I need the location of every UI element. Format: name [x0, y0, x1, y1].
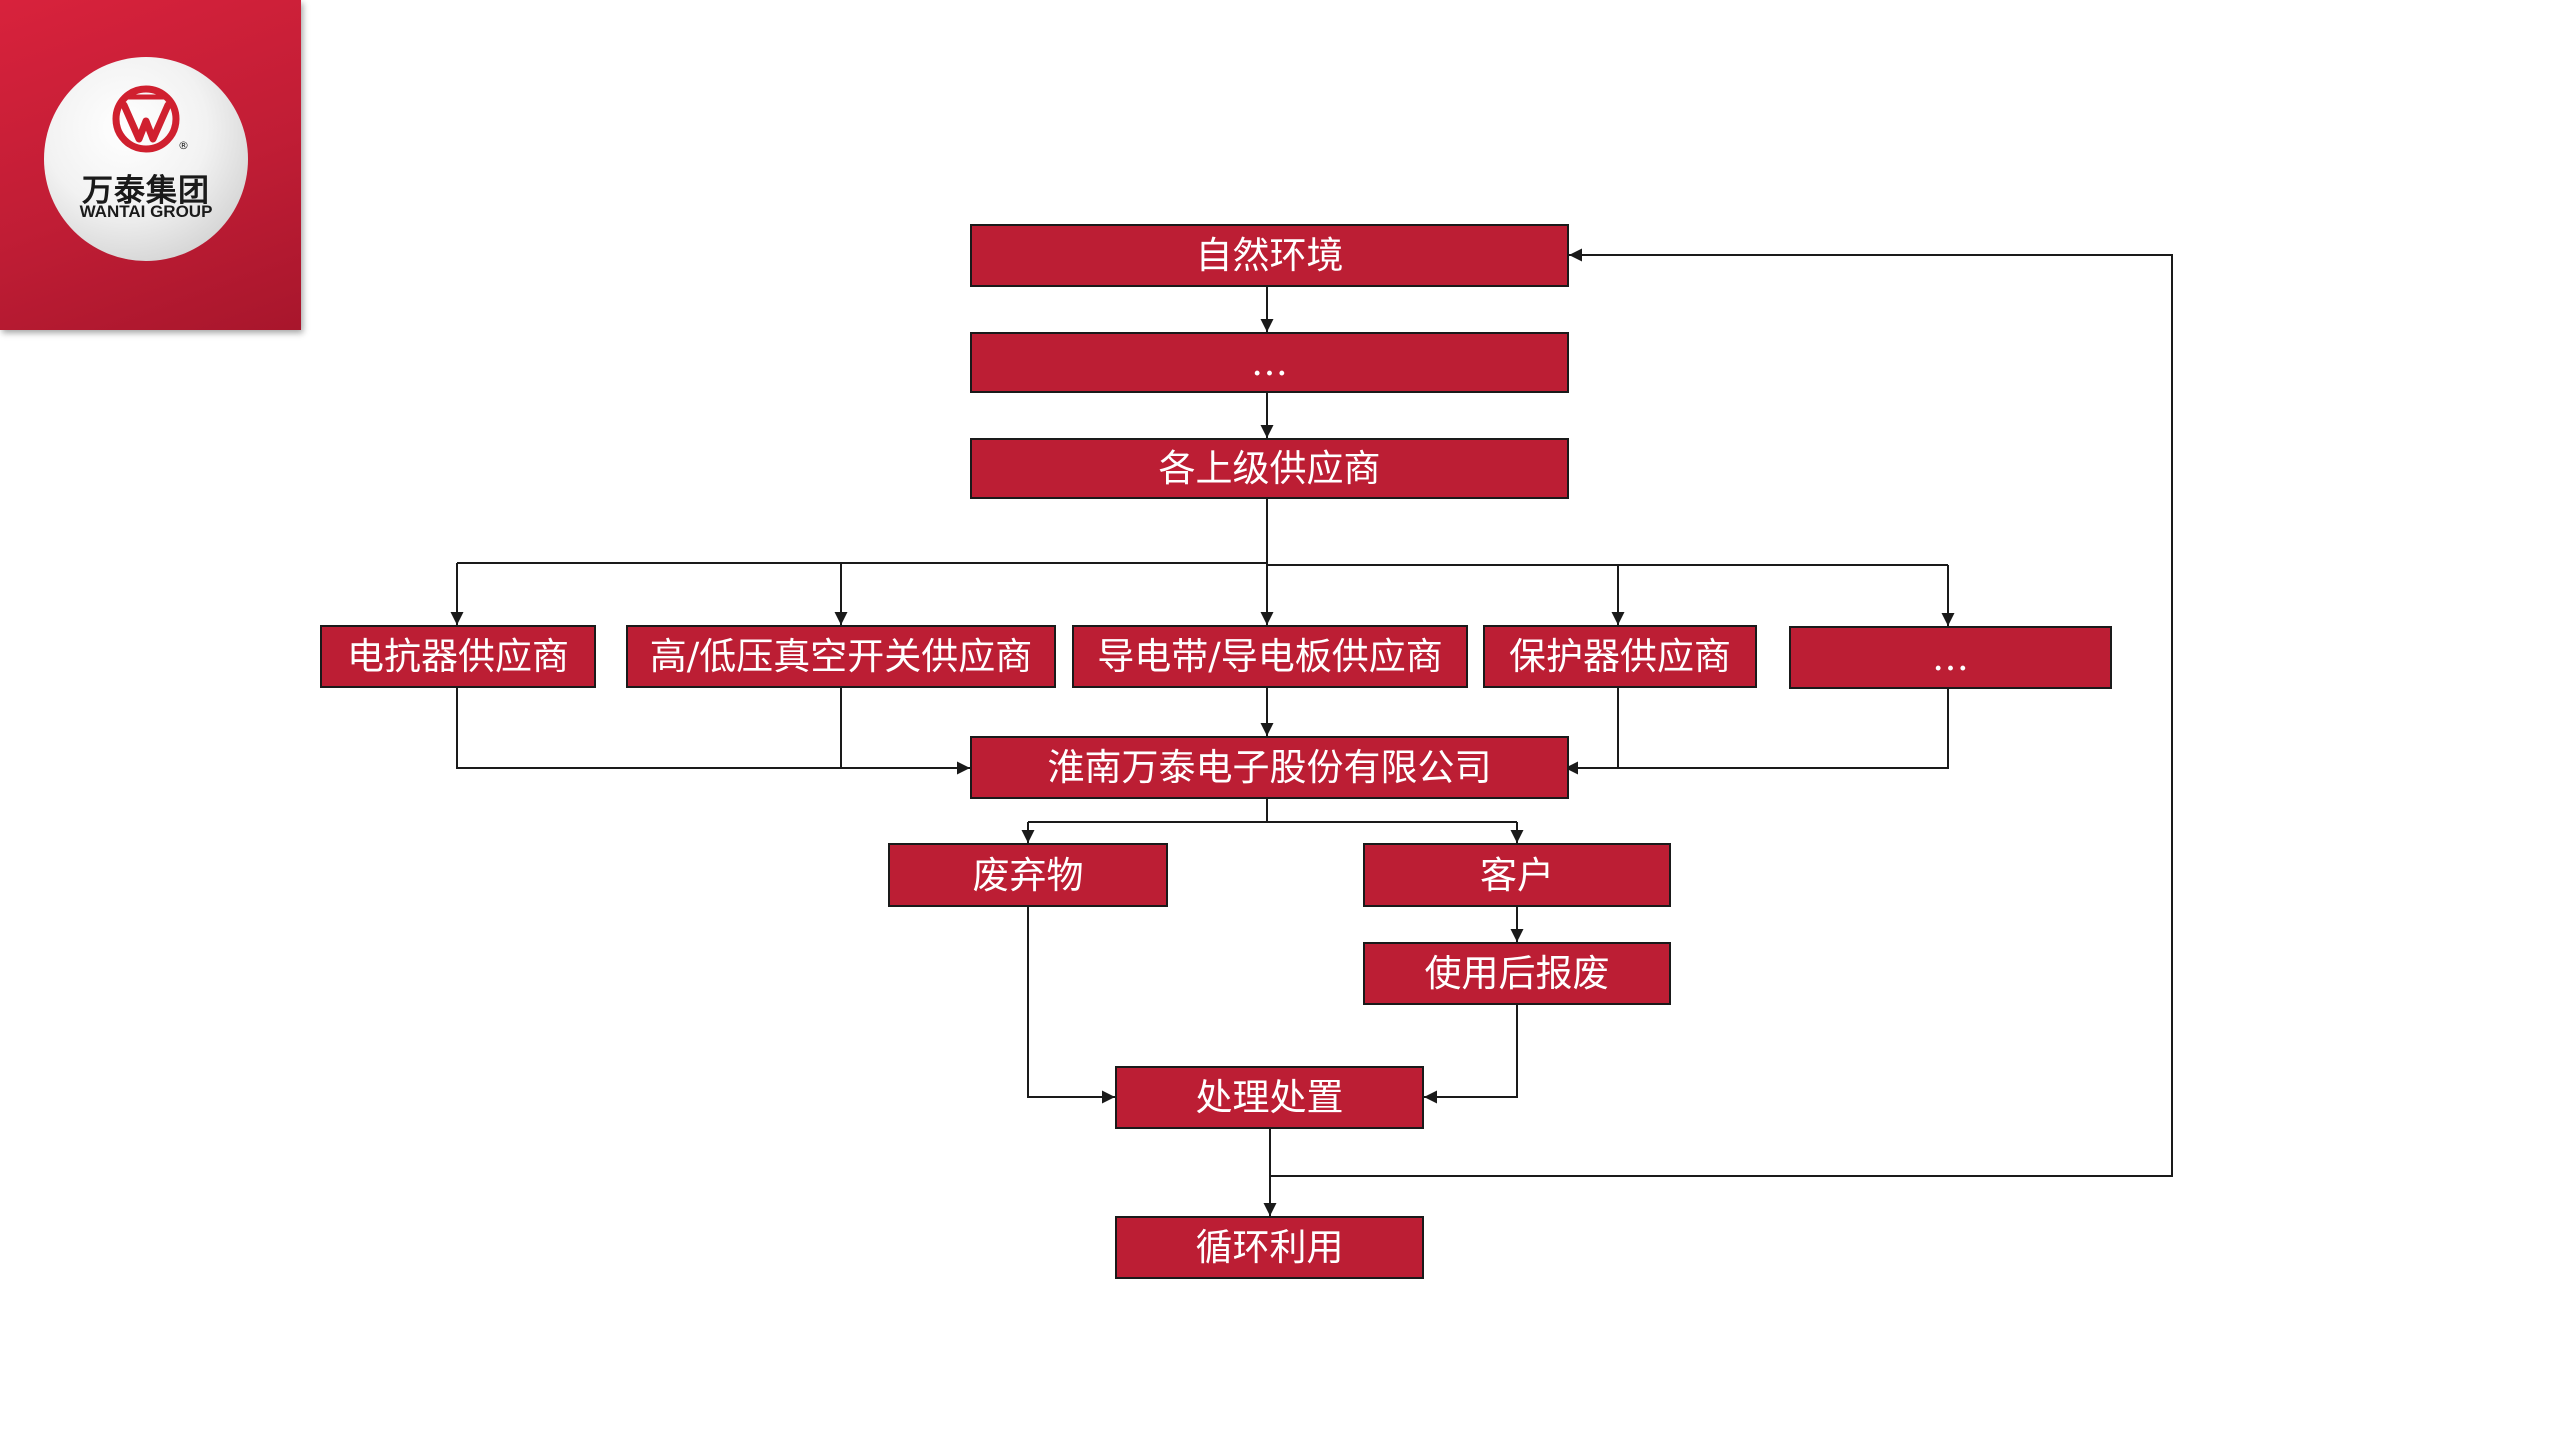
connector-supplier-1-2-to-company: [456, 688, 970, 775]
box-recycling: 循环利用: [1115, 1216, 1424, 1279]
logo-english-name: WANTAI GROUP: [79, 202, 213, 221]
connector-supplier-4-5-to-company: [1565, 689, 1949, 775]
box-upstream-suppliers: 各上级供应商: [970, 438, 1569, 499]
logo-panel: ® 万泰集团 WANTAI GROUP: [0, 0, 301, 330]
connector-feedback-loop: [1270, 248, 2173, 1177]
connector-scrapped-to-disposal: [1424, 1005, 1518, 1104]
box-disposal: 处理处置: [1115, 1066, 1424, 1129]
box-supplier-reactor: 电抗器供应商: [320, 625, 596, 688]
box-supplier-ellipsis: …: [1789, 626, 2112, 689]
box-ellipsis-top: …: [970, 332, 1569, 393]
logo-chinese-name: 万泰集团: [82, 173, 210, 209]
registered-mark: ®: [178, 139, 189, 152]
box-customer: 客户: [1363, 843, 1671, 907]
box-waste: 废弃物: [888, 843, 1168, 907]
box-nature: 自然环境: [970, 224, 1569, 287]
box-company: 淮南万泰电子股份有限公司: [970, 736, 1569, 799]
box-supplier-vacuum-switch: 高/低压真空开关供应商: [626, 625, 1056, 688]
company-logo: ® 万泰集团 WANTAI GROUP: [44, 57, 248, 261]
connector-waste-to-disposal: [1027, 907, 1115, 1104]
box-supplier-protector: 保护器供应商: [1483, 625, 1757, 688]
box-supplier-conductive: 导电带/导电板供应商: [1072, 625, 1468, 688]
box-scrapped: 使用后报废: [1363, 942, 1671, 1005]
wantai-mark-icon: [112, 85, 180, 153]
